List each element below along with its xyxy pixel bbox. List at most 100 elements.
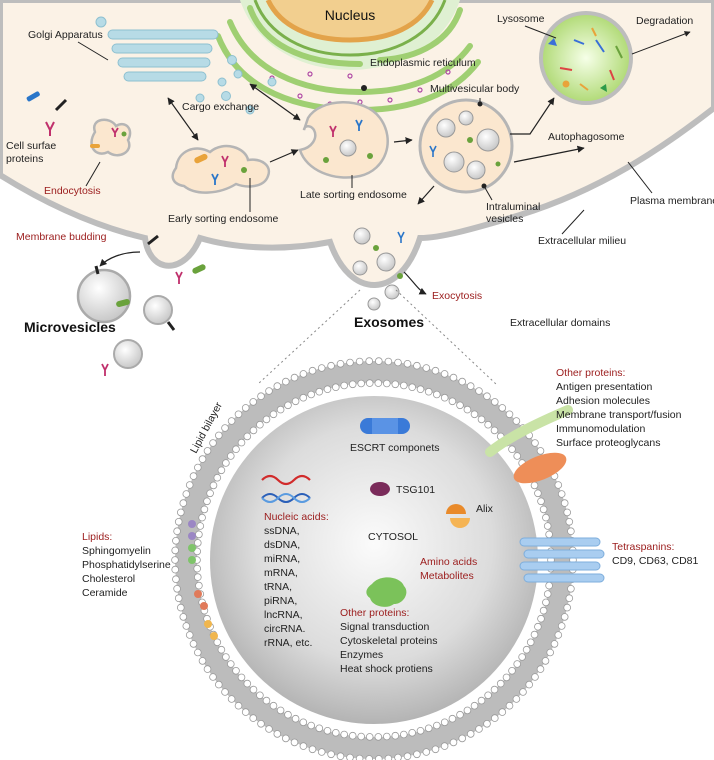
lipid-head [203, 447, 212, 455]
lipid-item: Cholesterol [82, 573, 135, 585]
lipid-head [403, 752, 412, 760]
inner-protein-item: Cytoskeletal proteins [340, 635, 437, 647]
lipid-head [502, 673, 511, 682]
tsg101-label: TSG101 [396, 484, 435, 496]
lipid-head [265, 725, 273, 733]
inner-protein-item: Signal transduction [340, 621, 429, 633]
lipid-head [213, 473, 222, 482]
lipid-head [171, 546, 180, 555]
lipid-head [307, 390, 316, 399]
lipid-head [508, 445, 516, 454]
lipid-head [413, 750, 421, 759]
lipid-head [565, 517, 574, 526]
tsg101-icon [370, 482, 390, 496]
membrane-budding-label: Membrane budding [16, 231, 107, 243]
lipid-head [195, 530, 203, 539]
lipid-head [466, 730, 475, 738]
lipid-head [432, 721, 441, 730]
lipid-head [448, 397, 457, 406]
multivesicular-body [418, 98, 514, 194]
metabolites-label: Metabolites [420, 570, 474, 582]
exosomes-label: Exosomes [354, 314, 424, 330]
lipid-item: Phosphatidylserine [82, 559, 171, 571]
lipid-head [355, 754, 364, 760]
lipid-head [563, 603, 571, 612]
golgi-pointer [77, 41, 109, 61]
nucleic-acids-title: Nucleic acids: [264, 511, 329, 523]
lipid-head [177, 508, 185, 517]
lipid-head [194, 539, 202, 547]
lipid-head [534, 622, 542, 631]
arrow-mvb-to-autophagosome [513, 145, 585, 163]
lipid-head [269, 410, 278, 419]
lipid-head [355, 357, 364, 366]
lipid-head [424, 387, 433, 396]
mvb-pointer-dot [477, 101, 483, 107]
lipid-head [416, 726, 425, 735]
lipid-head [336, 359, 345, 368]
cell-surface-label-1: Cell surfae [6, 140, 56, 152]
lipid-head [424, 724, 433, 733]
lipid-head [179, 613, 188, 621]
lipid-head [537, 497, 545, 506]
lipid-head [221, 424, 229, 432]
cargo-arrow-golgi [167, 97, 199, 141]
lipid-head [422, 748, 431, 756]
lipid-head [227, 452, 235, 460]
endocytosis-vesicle [90, 118, 132, 157]
lipid-head [307, 721, 316, 730]
lipid-head [432, 390, 441, 399]
lipid-head [456, 401, 464, 410]
lipid-head [185, 631, 194, 639]
lipid-head [249, 714, 258, 722]
lipid-head [440, 742, 449, 750]
lipid-head [198, 455, 207, 463]
lipid-head [221, 688, 229, 696]
lipid-head [209, 439, 217, 447]
lipid-head [323, 385, 332, 394]
outer-proteins-list: Antigen presentation Adhesion molecules … [556, 381, 682, 449]
lipid-head [232, 666, 240, 675]
lipid-head [384, 754, 393, 760]
lipid-head [477, 415, 486, 424]
lipids-list: Sphingomyelin Phosphatidylserine Cholest… [82, 545, 171, 599]
lipid-head [546, 648, 554, 657]
lipid-head [198, 513, 206, 522]
arrow-late-to-mvb [393, 137, 413, 145]
lipid-head [227, 660, 235, 668]
lipid-head [340, 381, 349, 390]
lipid-head [531, 439, 539, 447]
lipid-head [299, 742, 308, 750]
lipid-head [315, 387, 324, 396]
lipid-head [522, 645, 531, 654]
lipid-head [290, 738, 299, 747]
lipid-head [284, 401, 292, 410]
lipid-head [458, 734, 467, 743]
nucleus-label: Nucleus [325, 7, 376, 23]
lipid-head [189, 640, 198, 648]
lipid-head [466, 382, 475, 390]
lipid-head [394, 753, 402, 760]
lipid-head [249, 685, 258, 694]
inner-protein-icon [366, 577, 407, 607]
lipid-head [206, 489, 214, 498]
early-endosome-label: Early sorting endosome [168, 213, 278, 225]
lipid-head [542, 598, 550, 607]
outer-protein-item: Adhesion molecules [556, 395, 650, 407]
nucleic-acids-list: ssDNA, dsDNA, miRNA, mRNA, tRNA, piRNA, … [264, 525, 312, 649]
lipid-head [237, 673, 246, 682]
lipid-head [431, 366, 440, 375]
outer-protein-item: Immunomodulation [556, 423, 645, 435]
lipid-head [565, 594, 574, 602]
lipid-head [477, 696, 486, 705]
lipid-head [299, 370, 308, 378]
lipid-head [249, 398, 258, 406]
lipid-head [281, 734, 290, 743]
lipid-head [348, 380, 357, 389]
lipid-head [194, 573, 202, 581]
lipids-title: Lipids: [82, 531, 112, 543]
lipid-head [513, 452, 521, 460]
lipid-head [483, 719, 491, 728]
exocytosis-vesicle [352, 227, 405, 311]
lipid-head [539, 505, 548, 514]
